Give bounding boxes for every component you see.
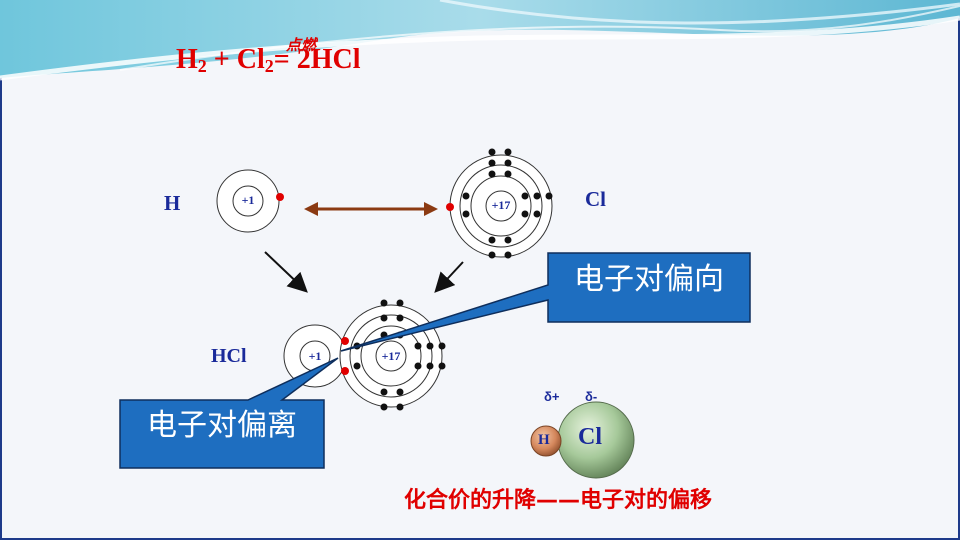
cl-inner-shell-ring <box>470 175 532 237</box>
top-banner <box>0 0 960 81</box>
delta-minus-label: δ- <box>585 389 598 404</box>
hcl-cl-middle-shell <box>349 314 433 398</box>
cl-atom-label: Cl <box>585 187 606 211</box>
callout-toward-text: 电子对偏向 <box>574 262 724 297</box>
reaction-condition: 点燃 <box>286 36 317 54</box>
polar-molecule-model <box>530 401 635 479</box>
cl-unpaired-electron <box>446 203 454 211</box>
bottom-caption: 化合价的升降——电子对的偏移 <box>404 488 713 513</box>
eq-plus: + <box>206 44 237 75</box>
delta-plus-label: δ+ <box>544 389 560 404</box>
cl-nucleus-charge: +17 <box>491 198 511 212</box>
hcl-cl-nucleus-charge: +17 <box>381 349 401 363</box>
eq-product: 2HCl <box>289 44 361 75</box>
eq-h2: H <box>176 44 198 75</box>
h-sphere <box>530 425 562 457</box>
h-sphere-label: H <box>538 432 550 448</box>
hcl-label: HCl <box>211 345 247 367</box>
h-atom-label: H <box>164 191 181 215</box>
h-atom-diagram <box>216 169 284 233</box>
callout-away-text: 电子对偏离 <box>147 408 297 443</box>
electron-exchange-arrow <box>304 202 438 216</box>
cl-middle-shell-ring <box>459 164 543 248</box>
chemical-equation: H2 + Cl2= 2HCl <box>176 44 361 77</box>
eq-h2-sub: 2 <box>197 56 207 76</box>
h-nucleus-charge: +1 <box>241 193 255 207</box>
eq-cl2-sub: 2 <box>264 56 274 76</box>
hcl-cl-nucleus <box>375 340 407 372</box>
eq-equals: = <box>273 44 290 75</box>
hcl-cl-inner-shell <box>360 325 422 387</box>
cl-to-hcl-arrow <box>434 261 464 293</box>
eq-cl2: Cl <box>236 44 265 75</box>
shared-electron-bottom <box>341 367 349 375</box>
callout-away <box>119 357 339 469</box>
shared-electron-top <box>341 337 349 345</box>
h-nucleus <box>232 185 264 217</box>
cl-atom-diagram <box>446 148 553 259</box>
h-to-hcl-arrow <box>264 251 308 293</box>
cl-electrons <box>462 148 553 259</box>
h-electron <box>276 193 284 201</box>
hcl-h-nucleus-charge: +1 <box>308 349 322 363</box>
callout-toward <box>340 252 751 352</box>
cl-sphere-label: Cl <box>578 424 602 450</box>
cl-nucleus <box>485 190 517 222</box>
